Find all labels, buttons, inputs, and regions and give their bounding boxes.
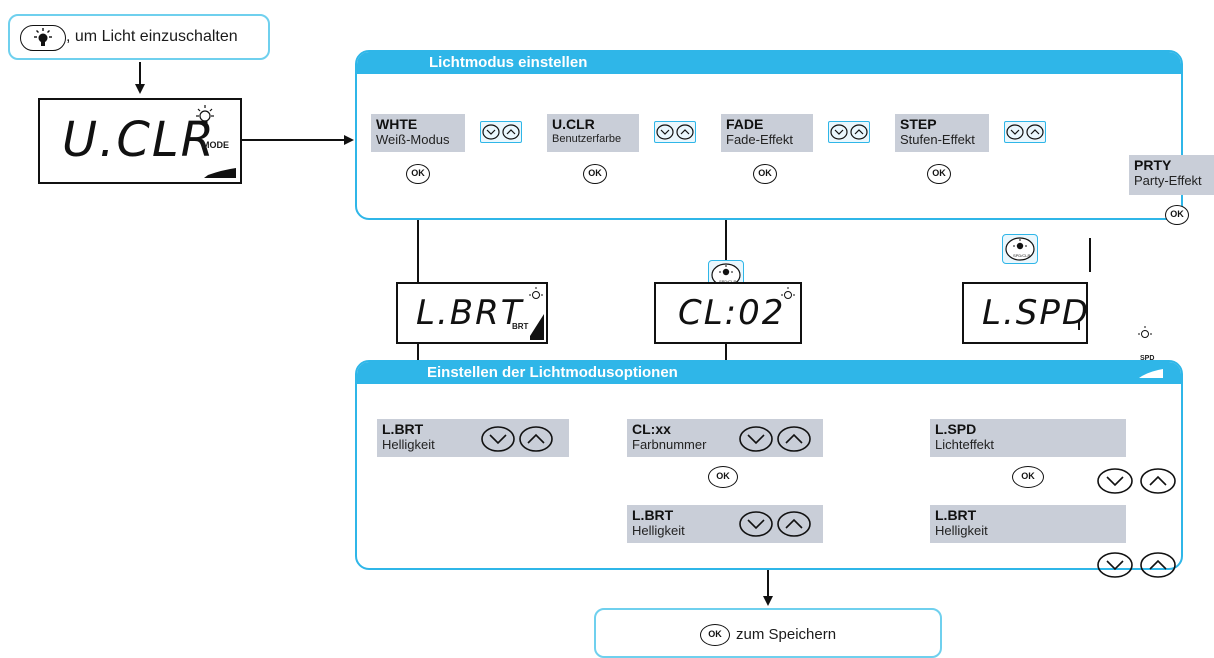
- lcd-sub-label: BRT: [512, 322, 529, 331]
- mode-box-uclr[interactable]: U.CLR Benutzerfarbe: [547, 114, 639, 152]
- start-instruction-text: , um Licht einzuschalten: [66, 28, 238, 45]
- mode-scroll-buttons[interactable]: [1004, 121, 1046, 143]
- down-up-buttons[interactable]: [738, 509, 814, 539]
- mode-code: U.CLR: [552, 116, 595, 132]
- option-code: L.BRT: [935, 507, 977, 523]
- lcd-text: L.SPD: [982, 293, 1091, 333]
- bulb-icon: [529, 287, 543, 299]
- start-instruction-box: , um Licht einzuschalten: [8, 14, 270, 60]
- light-mode-panel-header: [357, 52, 1181, 74]
- light-button-icon[interactable]: [20, 25, 66, 51]
- option-code: L.SPD: [935, 421, 977, 437]
- down-up-buttons[interactable]: [738, 424, 814, 454]
- down-up-buttons[interactable]: [1096, 466, 1180, 496]
- spd-clr-button[interactable]: SPD/CLR: [1002, 234, 1038, 264]
- mode-code: FADE: [726, 116, 764, 132]
- option-box-lbrt-2[interactable]: L.BRT Helligkeit: [627, 505, 823, 543]
- ok-button[interactable]: OK: [753, 164, 777, 184]
- down-up-buttons[interactable]: [480, 424, 556, 454]
- mode-desc: Weiß-Modus: [376, 132, 450, 147]
- mode-desc: Stufen-Effekt: [900, 132, 975, 147]
- lcd-text: L.BRT: [416, 293, 524, 333]
- lcd-cursor: [1078, 320, 1080, 330]
- option-desc: Lichteffekt: [935, 437, 995, 452]
- spd-clr-label: SPD/CLR: [1013, 253, 1031, 258]
- option-box-lbrt-3[interactable]: L.BRT Helligkeit: [930, 505, 1126, 543]
- ok-button[interactable]: OK: [406, 164, 430, 184]
- mode-scroll-buttons[interactable]: [654, 121, 696, 143]
- mode-code: STEP: [900, 116, 937, 132]
- ok-button[interactable]: OK: [708, 466, 738, 488]
- mode-label: MODE: [202, 140, 229, 150]
- option-box-lspd[interactable]: L.SPD Lichteffekt: [930, 419, 1126, 457]
- mode-box-prty[interactable]: PRTY Party-Effekt: [1129, 155, 1214, 195]
- spd-clr-label: SPD/CLR: [719, 279, 736, 284]
- mode-code: PRTY: [1134, 157, 1172, 173]
- ok-button[interactable]: OK: [1165, 205, 1189, 225]
- save-instruction-text: zum Speichern: [736, 626, 837, 643]
- option-code: L.BRT: [632, 507, 674, 523]
- lcd-text: CL:02: [678, 293, 786, 333]
- option-desc: Helligkeit: [935, 523, 988, 538]
- mode-code: WHTE: [376, 116, 418, 132]
- ok-button[interactable]: OK: [1012, 466, 1044, 488]
- option-desc: Farbnummer: [632, 437, 707, 452]
- mode-box-whte[interactable]: WHTE Weiß-Modus: [371, 114, 465, 152]
- mode-desc: Party-Effekt: [1134, 173, 1202, 188]
- mode-box-fade[interactable]: FADE Fade-Effekt: [721, 114, 813, 152]
- mode-box-step[interactable]: STEP Stufen-Effekt: [895, 114, 989, 152]
- main-lcd-display: U.CLR MODE: [38, 98, 242, 184]
- main-display-text: U.CLR: [62, 112, 216, 168]
- option-code: L.BRT: [382, 421, 424, 437]
- bulb-icon: [781, 287, 795, 299]
- option-desc: Helligkeit: [632, 523, 685, 538]
- mode-options-panel-title: Einstellen der Lichtmodusoptionen: [427, 364, 678, 381]
- ok-button[interactable]: OK: [583, 164, 607, 184]
- bulb-icon: [1138, 326, 1152, 338]
- light-mode-panel-title: Lichtmodus einstellen: [429, 54, 588, 71]
- ok-button[interactable]: OK: [927, 164, 951, 184]
- lcd-display-lspd: L.SPD: [962, 282, 1088, 344]
- bulb-icon: [196, 105, 214, 126]
- level-bar-icon: [1139, 369, 1163, 378]
- lcd-display-cl02: CL:02: [654, 282, 802, 344]
- option-desc: Helligkeit: [382, 437, 435, 452]
- level-bar-icon: [530, 314, 544, 340]
- mode-options-panel-header: [357, 362, 1181, 384]
- mode-desc: Fade-Effekt: [726, 132, 793, 147]
- level-bar-icon: [204, 168, 236, 178]
- mode-scroll-buttons[interactable]: [828, 121, 870, 143]
- ok-button[interactable]: OK: [700, 624, 730, 646]
- option-code: CL:xx: [632, 421, 671, 437]
- spd-sub-label: SPD: [1140, 355, 1155, 362]
- lcd-display-lbrt: L.BRT BRT: [396, 282, 548, 344]
- mode-scroll-buttons[interactable]: [480, 121, 522, 143]
- save-instruction-box: OK zum Speichern: [594, 608, 942, 658]
- mode-desc: Benutzerfarbe: [552, 133, 622, 145]
- down-up-buttons[interactable]: [1096, 550, 1180, 580]
